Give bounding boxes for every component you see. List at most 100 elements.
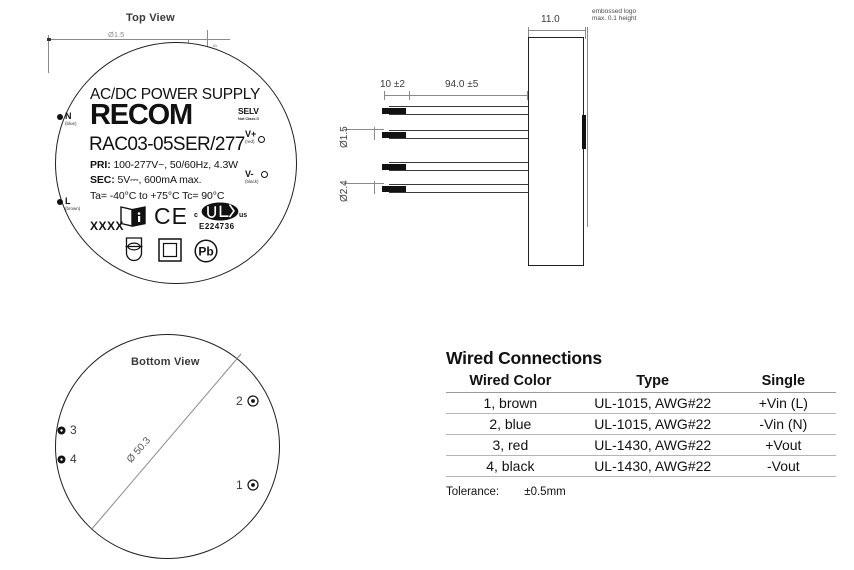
embossed-logo-tab [582,115,586,149]
body-width-dim-tick-right [585,27,586,39]
label-secondary-spec: SEC: 5V⎓, 600mA max. [90,174,202,187]
bottom-view-pin-1: 1 [236,478,259,492]
label-selv-badge: SELV Not Class II [238,107,259,121]
strip-dim-tick-right [409,91,410,100]
cell-wired-color: 1, brown [446,392,575,414]
wire-3-stripped-tip [382,164,406,170]
bottom-view-body-circle [55,334,280,559]
wire-dia-outer-leader [344,183,384,184]
label-temperature: Ta= -40°C to +75°C Tc= 90°C [90,190,225,202]
lead-free-pb-icon: Pb [194,239,218,263]
pin-target-icon [247,479,259,491]
pin-vplus-color: (red) [245,139,255,144]
wire-dia-outer-tick [374,181,375,194]
side-view-body-rect [528,37,584,266]
cell-single: -Vin (N) [730,413,836,435]
pin-ring-icon [258,136,266,143]
pin-target-icon [57,455,66,463]
cell-wired-color: 4, black [446,455,575,477]
ul-logo-icon [201,202,239,221]
label-batch-code: XXXX [90,219,125,233]
cell-type: UL-1430, AWG#22 [574,455,731,477]
strip-dim-tick-left [384,91,385,100]
embossed-logo-note: embossed logo max. 0.1 height [592,8,636,22]
top-view-pin-l: L (brown) [57,197,80,212]
selv-subtext: Not Class II [238,115,259,121]
wire-4-stripped-tip [382,186,406,192]
ul-file-number: E224736 [199,222,235,231]
top-view-title: Top View [126,12,175,24]
label-primary-value: 100-277V~, 50/60Hz, 4.3W [113,159,238,171]
wire-dia-inner-leader [344,129,384,130]
wired-connections-section: Wired Connections Wired Color Type Singl… [446,348,836,498]
top-view-pin-vplus: V+ (red) [245,129,266,145]
cell-wired-color: 3, red [446,434,575,456]
top-view-diameter-label: Ø1.5 [108,30,125,39]
label-primary-key: PRI: [90,159,111,171]
label-secondary-value: 5V⎓, 600mA max. [117,174,202,186]
svg-text:Pb: Pb [198,245,213,259]
ul-listed-icon: c us E224736 [194,202,250,232]
wire-dia-outer-label: Ø2.4 [339,180,350,202]
ul-us-mark: us [239,212,248,219]
bottom-view-title: Bottom View [131,356,200,368]
wire-1-stripped-tip [382,108,406,114]
top-view-dim-horizontal-line [48,39,230,40]
cell-single: -Vout [730,455,836,477]
body-width-label: 11.0 [541,14,560,25]
top-view-pin-n: N (blue) [57,112,77,127]
pin-target-icon [247,395,259,407]
table-row: 4, black UL-1430, AWG#22 -Vout [446,455,836,477]
body-width-dim-line [528,30,586,31]
label-brand: RECOM [90,99,193,131]
label-model: RAC03-05SER/277 [89,134,245,155]
pin-l-name: L [65,196,71,206]
wire-dia-inner-label: Ø1.5 [339,126,350,148]
bottom-view-pin-4: 4 [57,452,77,466]
bottom-view-pin-3: 3 [57,423,77,437]
wire-2 [389,130,528,139]
cell-type: UL-1430, AWG#22 [574,434,731,456]
cell-single: +Vout [730,434,836,456]
cell-wired-color: 2, blue [446,413,575,435]
table-row: 1, brown UL-1015, AWG#22 +Vin (L) [446,392,836,414]
pin-dot-icon [57,114,63,120]
pin-l-color: (brown) [65,206,81,211]
wire-length-dim-tick-right [527,91,528,100]
read-manual-icon [120,206,146,227]
wire-length-label: 94.0 ±5 [445,79,479,90]
pin-vminus-name: V- [245,169,254,179]
wire-1 [389,106,528,115]
cell-type: UL-1015, AWG#22 [574,392,731,414]
label-heading: AC/DC POWER SUPPLY [90,86,261,103]
fuse-icon [125,237,143,262]
top-view-drawing: Top View Ø1.5 1.2 0.9 AC/DC POWER SUPPLY… [47,12,308,287]
pin-ring-icon [260,171,268,178]
wired-connections-table: Wired Color Type Single 1, brown UL-1015… [446,372,836,477]
top-view-pin-vminus: V- (black) [245,170,268,185]
pin-n-name: N [65,111,72,121]
column-header-single: Single [730,372,836,393]
table-row: 2, blue UL-1015, AWG#22 -Vin (N) [446,413,836,435]
pin-dot-icon [57,199,63,205]
column-header-type: Type [574,372,731,393]
wire-dia-inner-tick [374,127,375,140]
tolerance-label: Tolerance: [446,486,500,498]
selv-text: SELV [238,106,259,116]
ul-c-mark: c [194,212,198,219]
pin-target-icon [57,426,66,434]
wire-4 [389,184,528,193]
wire-3 [389,162,528,171]
pin-vplus-name: V+ [245,129,257,139]
cell-single: +Vin (L) [730,392,836,414]
wired-connections-title: Wired Connections [446,348,602,368]
pin-n-color: (blue) [65,121,77,126]
bottom-view-pin-2: 2 [236,394,259,408]
bottom-view-diameter-line [90,353,242,531]
ce-mark-icon: CE [154,203,188,229]
top-view-dim-right-vertical [207,30,208,53]
pin-vminus-color: (black) [245,179,259,184]
class-ii-icon [158,238,182,262]
strip-length-label: 10 ±2 [380,79,405,90]
tolerance-value: ±0.5mm [524,486,566,498]
